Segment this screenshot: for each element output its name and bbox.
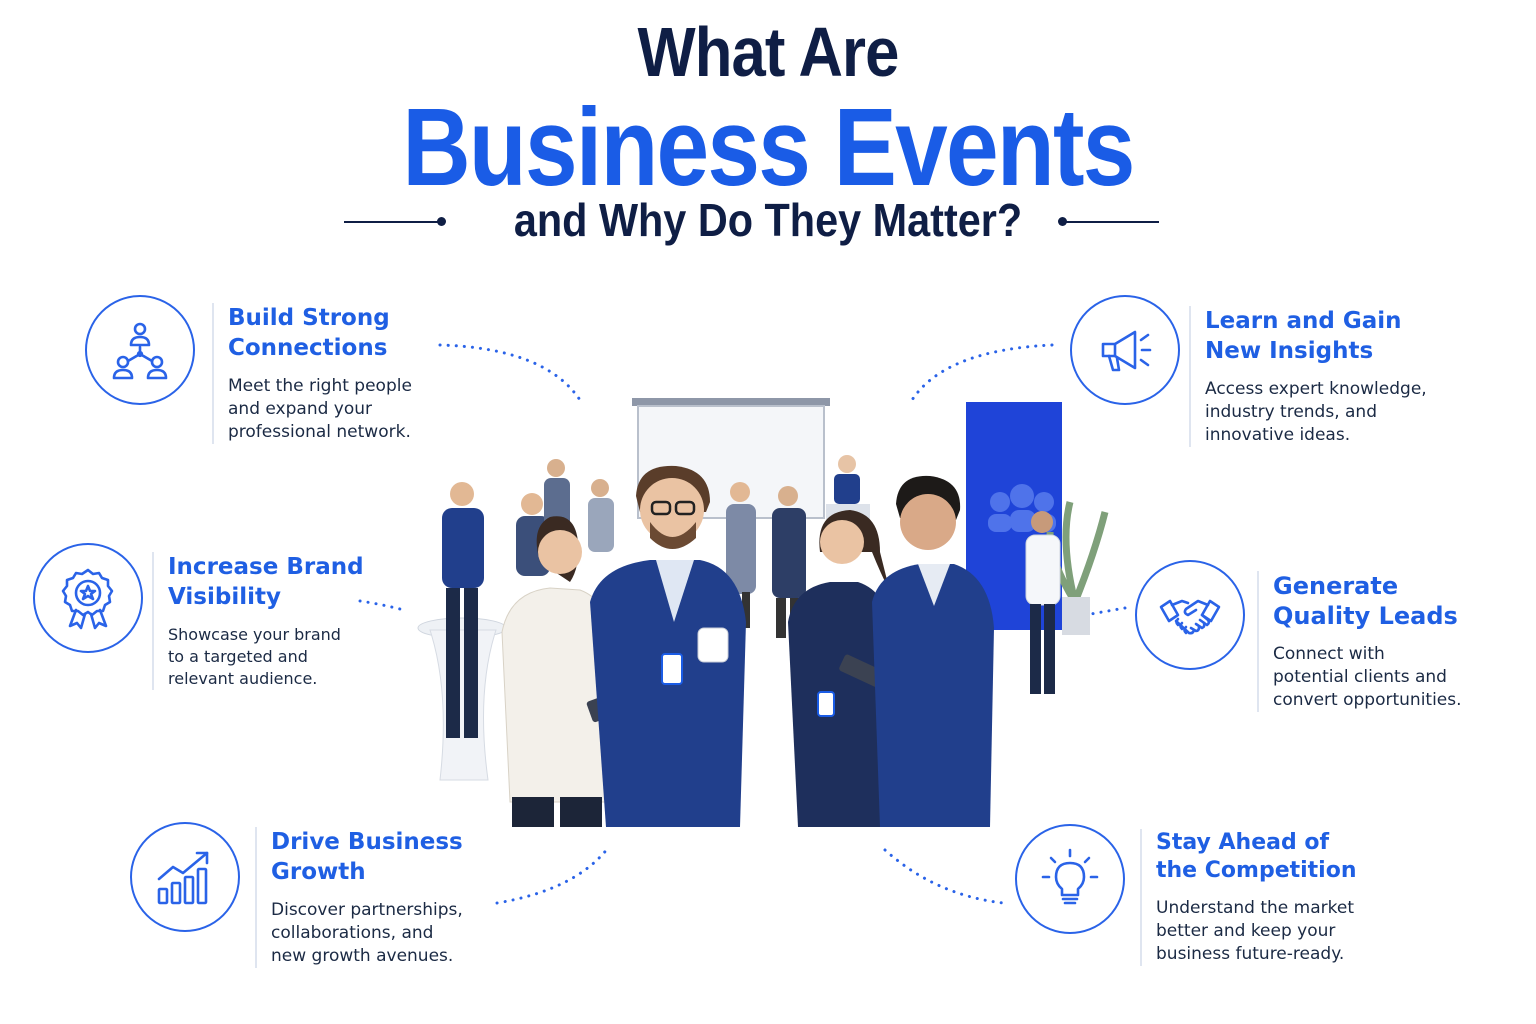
connector-competition <box>883 848 1005 905</box>
handshake-icon <box>1159 599 1221 635</box>
award-badge-icon <box>61 568 114 630</box>
title-rule-left <box>344 221 439 223</box>
feature-competition-icon-circle <box>1015 824 1125 934</box>
feature-leads-icon-circle <box>1135 560 1245 670</box>
lightbulb-icon <box>1041 848 1099 905</box>
growth-chart-icon <box>157 851 209 905</box>
potted-plant <box>1046 501 1109 635</box>
title-line-2: Business Events <box>402 86 1135 209</box>
cocktail-table <box>417 617 507 781</box>
title-rule-right <box>1066 221 1159 223</box>
title-rule-dot-right <box>1058 217 1067 226</box>
feature-growth-desc: Discover partnerships,collaborations, an… <box>271 900 463 966</box>
feature-insights-desc: Access expert knowledge,industry trends,… <box>1205 379 1427 445</box>
networking-event-illustration <box>417 398 1109 827</box>
people-network-icon <box>112 322 168 380</box>
title-line-1: What Are <box>637 13 899 91</box>
feature-insights-icon-circle <box>1070 295 1180 405</box>
main-attendees <box>501 465 994 827</box>
feature-visibility-icon-circle <box>33 543 143 653</box>
title-rule-dot-left <box>437 217 446 226</box>
feature-connections-icon-circle <box>85 295 195 405</box>
feature-growth-icon-circle <box>130 822 240 932</box>
title-line-3: and Why Do They Matter? <box>513 194 1023 246</box>
megaphone-icon <box>1101 330 1152 372</box>
